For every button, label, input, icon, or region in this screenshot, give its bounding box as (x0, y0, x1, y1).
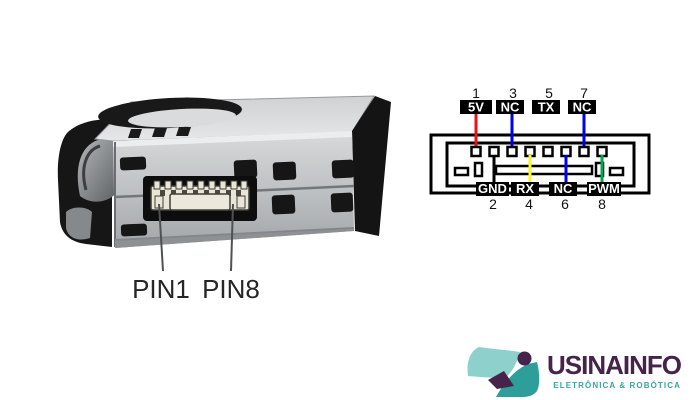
vent-slots (128, 127, 191, 138)
pin-5-number: 5 (545, 85, 553, 101)
pin-4-label-box (511, 182, 539, 196)
vent-crescent (98, 97, 242, 129)
pin-3-label-box (496, 100, 524, 114)
logo-dot (517, 351, 532, 366)
pin-square-6 (560, 145, 572, 158)
front-top-rim (113, 131, 352, 147)
front-bottom-groove (114, 227, 355, 241)
pin-7-label-box (568, 100, 596, 114)
pin-7-number: 7 (580, 85, 588, 101)
pin-square-4 (524, 145, 536, 158)
logo-brand-text: USINAINFO (547, 350, 682, 380)
bottom-pin-labels: GND RX NC PWM (476, 181, 621, 196)
logo-tagline-text: ELETRÔNICA & ROBÓTICA (553, 381, 681, 390)
pin-6-label: NC (554, 181, 573, 196)
sensor-photo: PIN1 PIN8 (57, 95, 391, 304)
pinout-diagram: 1 3 5 7 5V NC TX NC GND RX (429, 85, 651, 212)
pin-1-label-box (460, 100, 492, 114)
right-tab-horizontal (608, 166, 625, 177)
pin-5-label-box (532, 100, 560, 114)
connector-slot (494, 164, 594, 176)
usinainfo-logo: USINAINFO ELETRÔNICA & ROBÓTICA (467, 347, 683, 397)
fan-arc (82, 144, 101, 191)
pin-8-number: 8 (598, 196, 606, 212)
pin-8-label-box (587, 182, 621, 196)
pin-4-label: RX (516, 181, 534, 196)
logo-diamond (488, 371, 514, 389)
cap-foot (66, 207, 92, 240)
pin-7-label: NC (573, 100, 592, 115)
pin-6-number: 6 (561, 196, 569, 212)
pin-1-number: 1 (472, 85, 480, 101)
right-end-cap (352, 96, 391, 236)
pin-2-label: GND (478, 181, 507, 196)
pin-2-number: 2 (489, 196, 497, 212)
pin-square-5 (542, 145, 554, 158)
leader-line-pin1 (158, 203, 164, 272)
pin-square-1 (470, 145, 482, 158)
pin-square-7 (578, 145, 590, 158)
pin-3-number: 3 (509, 85, 517, 101)
pin8-label: PIN8 (202, 274, 260, 304)
logo-leaf-light (467, 347, 520, 378)
front-holes (119, 156, 355, 237)
left-tab-vertical (473, 161, 484, 178)
leader-line-pin8 (230, 203, 234, 272)
pin-4-number: 4 (525, 196, 533, 212)
pin-square-8 (596, 145, 608, 158)
top-pin-labels: 5V NC TX NC (460, 100, 596, 115)
connector-8pin (150, 180, 250, 211)
front-bottom-band (115, 229, 354, 248)
logo-leaf-dark (496, 362, 540, 397)
pin-6-label-box (549, 182, 577, 196)
pin1-label: PIN1 (132, 274, 190, 304)
pin-8-label: PWM (588, 181, 620, 196)
left-tab-horizontal (453, 166, 470, 177)
pin-1-label: 5V (468, 100, 484, 115)
usinainfo-logo-icon (467, 347, 540, 397)
pin-5-label: TX (538, 100, 555, 115)
pin-2-label-box (476, 182, 509, 196)
pin-square-2 (488, 145, 500, 158)
pin-squares (470, 145, 608, 158)
pin-3-label: NC (501, 100, 520, 115)
pin-square-3 (506, 145, 518, 158)
